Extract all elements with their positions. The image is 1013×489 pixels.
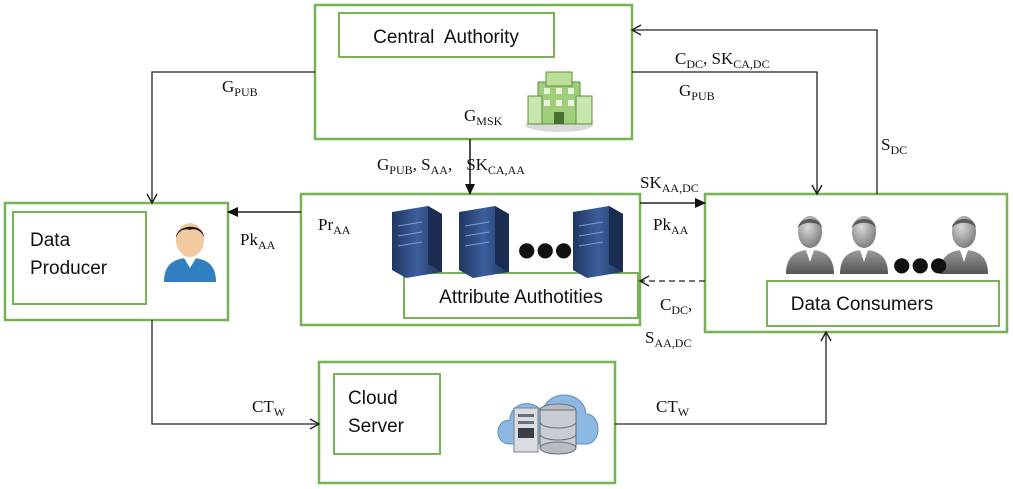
saa-dc-label: SAA,DC [645, 328, 691, 350]
attribute-authorities-node: Attribute Authotities [299, 192, 642, 327]
cloud-server-node: Cloud Server [317, 360, 617, 485]
pk-aa-left-label: PkAA [240, 230, 276, 252]
data-producer-node: Data Producer [3, 201, 230, 322]
dc-to-ca-label: CDC, SKCA,DC [675, 49, 770, 71]
people-ellipsis: ●●● [893, 252, 948, 276]
ca-to-aa-label: GPUB, SAA,SKCA,AA [377, 155, 525, 177]
attribute-authorities-label: Attribute Authotities [439, 287, 603, 308]
sdc-label: SDC [881, 135, 907, 157]
gmsk-label: GMSK [464, 106, 503, 128]
server-rack-icon [392, 206, 623, 278]
pr-aa-label: PrAA [318, 215, 351, 237]
gpub-left-label: GPUB [222, 77, 258, 99]
arrow-ca-to-producer [146, 71, 315, 205]
arrow-producer-to-cloud [151, 320, 321, 430]
cloud-server-label-line2: Server [348, 416, 405, 437]
arrows-layer [146, 24, 878, 430]
person-icon [164, 223, 216, 282]
arrow-consumers-to-ca [630, 24, 878, 194]
sk-aa-dc-label: SKAA,DC [640, 173, 699, 195]
cloud-database-icon [497, 394, 599, 455]
central-authority-node: Central Authority GMSK [313, 3, 634, 141]
arrow-cloud-to-consumers [615, 330, 832, 425]
pk-aa-right-label: PkAA [653, 215, 689, 237]
data-consumers-node: Data Consumers ●●● [703, 192, 1009, 334]
ctw-right-label: CTW [656, 397, 690, 419]
gpub-right-label: GPUB [679, 81, 715, 103]
data-producer-label-line2: Producer [30, 258, 108, 279]
cloud-server-label-line1: Cloud [348, 388, 398, 409]
cdc-back-label: CDC, [660, 295, 692, 317]
data-consumers-label: Data Consumers [791, 294, 934, 315]
arrow-ca-to-consumers [632, 71, 823, 196]
office-building-icon [525, 71, 593, 132]
central-authority-label: Central Authority [373, 27, 519, 48]
people-group-icon [786, 216, 988, 274]
data-producer-label-line1: Data [30, 230, 71, 251]
server-ellipsis: ●●● [518, 237, 573, 261]
ctw-left-label: CTW [252, 397, 286, 419]
